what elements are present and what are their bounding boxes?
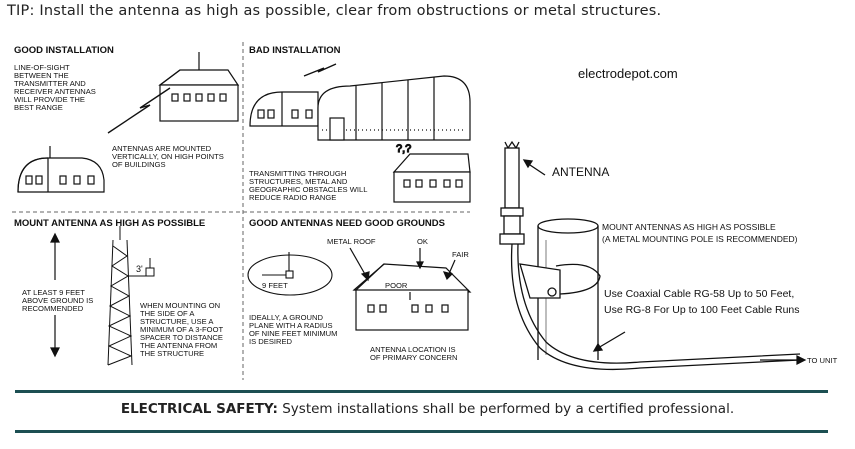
good-installation-los-note: LINE-OF-SIGHT BETWEEN THE TRANSMITTER AN… [14,63,96,112]
metal-roof-label: METAL ROOF [327,237,376,246]
side-note-line-6: THE ANTENNA FROM [140,341,217,350]
antenna-arrow-icon [522,159,546,176]
ok-label: OK [417,237,428,246]
ground-note-line-1: IDEALLY, A GROUND [249,313,324,322]
cable-note: Use Coaxial Cable RG-58 Up to 50 Feet, U… [604,288,800,316]
bad-house-illustration [392,153,471,203]
mount-side-note: WHEN MOUNTING ON THE SIDE OF A STRUCTURE… [140,301,223,358]
signal-bolt-icon [107,87,171,134]
antenna-installation-diagram: GOOD INSTALLATION LINE-OF-SIGHT BETWEEN … [12,42,838,380]
good-house-illustration [158,52,240,122]
antenna-label: ANTENNA [552,165,609,179]
height-note-line-1: AT LEAST 9 FEET [22,288,85,297]
lattice-tower-illustration [107,226,133,366]
grounds-house-illustration [349,247,472,331]
mount-height-note: AT LEAST 9 FEET ABOVE GROUND IS RECOMMEN… [22,288,93,313]
ground-note-line-2: PLANE WITH A RADIUS [249,321,333,330]
mount-note-line-1: MOUNT ANTENNAS AS HIGH AS POSSIBLE [602,222,776,232]
good-los-line-4: RECEIVER ANTENNAS [14,87,96,96]
bad-signal-bolt-icon [303,63,337,77]
bad-note-line-3: GEOGRAPHIC OBSTACLES WILL [249,185,367,194]
radius-label: 9 FEET [262,281,288,290]
good-grounds-title: GOOD ANTENNAS NEED GOOD GROUNDS [249,218,445,229]
safety-label: ELECTRICAL SAFETY: [120,401,278,417]
bad-metal-building-illustration: ?,? [317,75,471,156]
antenna-illustration [499,140,525,245]
side-note-line-3: STRUCTURE, USE A [140,317,214,326]
site-label: electrodepot.com [578,66,678,81]
good-mounted-line-1: ANTENNAS ARE MOUNTED [112,144,212,153]
location-note: ANTENNA LOCATION IS OF PRIMARY CONCERN [370,345,457,362]
mounting-pole-illustration [519,218,601,360]
bad-installation-title: BAD INSTALLATION [249,45,341,56]
mount-note-line-2: (A METAL MOUNTING POLE IS RECOMMENDED) [602,234,798,244]
good-los-line-3: TRANSMITTER AND [14,79,86,88]
top-divider-rule [15,390,828,393]
to-unit-arrow-icon [760,355,807,365]
good-installation-mounted-note: ANTENNAS ARE MOUNTED VERTICALLY, ON HIGH… [112,144,224,169]
height-note-line-2: ABOVE GROUND IS [22,296,93,305]
bad-installation-note: TRANSMITTING THROUGH STRUCTURES, METAL A… [249,169,367,202]
side-note-line-1: WHEN MOUNTING ON [140,301,220,310]
side-note-line-2: THE SIDE OF A [140,309,195,318]
bad-note-line-1: TRANSMITTING THROUGH [249,169,346,178]
ground-note-line-4: IS DESIRED [249,337,293,346]
bad-note-line-2: STRUCTURES, METAL AND [249,177,348,186]
location-note-line-2: OF PRIMARY CONCERN [370,353,457,362]
good-mounted-line-3: OF BUILDINGS [112,160,166,169]
mount-note: MOUNT ANTENNAS AS HIGH AS POSSIBLE (A ME… [602,222,798,244]
question-marks-icon: ?,? [396,143,411,155]
good-los-line-5: WILL PROVIDE THE [14,95,85,104]
bottom-divider-rule [15,430,828,433]
height-note-line-3: RECOMMENDED [22,304,84,313]
cable-note-line-2: Use RG-8 For Up to 100 Feet Cable Runs [604,304,800,316]
location-note-line-1: ANTENNA LOCATION IS [370,345,456,354]
mount-high-title: MOUNT ANTENNA AS HIGH AS POSSIBLE [14,218,205,229]
height-arrow-icon [50,232,60,358]
good-installation-title: GOOD INSTALLATION [14,45,114,56]
good-quonset-illustration [17,146,105,193]
safety-text: System installations shall be performed … [277,401,735,417]
side-note-line-4: MINIMUM OF A 3-FOOT [140,325,223,334]
good-los-line-6: BEST RANGE [14,103,63,112]
ground-plane-illustration [247,252,333,296]
good-mounted-line-2: VERTICALLY, ON HIGH POINTS [112,152,224,161]
fair-label: FAIR [452,250,469,259]
spacer-label: 3' [136,264,143,274]
good-los-line-2: BETWEEN THE [14,71,69,80]
poor-label: POOR [385,281,408,290]
side-note-line-5: SPACER TO DISTANCE [140,333,223,342]
ground-note-line-3: OF NINE FEET MINIMUM [249,329,337,338]
spacer-bracket-illustration [128,258,155,277]
cable-arrow-icon [592,331,626,352]
safety-notice: ELECTRICAL SAFETY: System installations … [0,401,855,417]
bad-quonset-illustration [249,91,319,127]
bad-note-line-4: REDUCE RADIO RANGE [249,193,336,202]
side-note-line-7: THE STRUCTURE [140,349,204,358]
ground-note: IDEALLY, A GROUND PLANE WITH A RADIUS OF… [249,313,337,346]
good-los-line-1: LINE-OF-SIGHT [14,63,70,72]
coax-cable-illustration [510,243,801,371]
to-unit-label: TO UNIT [807,356,838,365]
cable-note-line-1: Use Coaxial Cable RG-58 Up to 50 Feet, [604,288,794,300]
tip-text: TIP: Install the antenna as high as poss… [7,3,662,19]
